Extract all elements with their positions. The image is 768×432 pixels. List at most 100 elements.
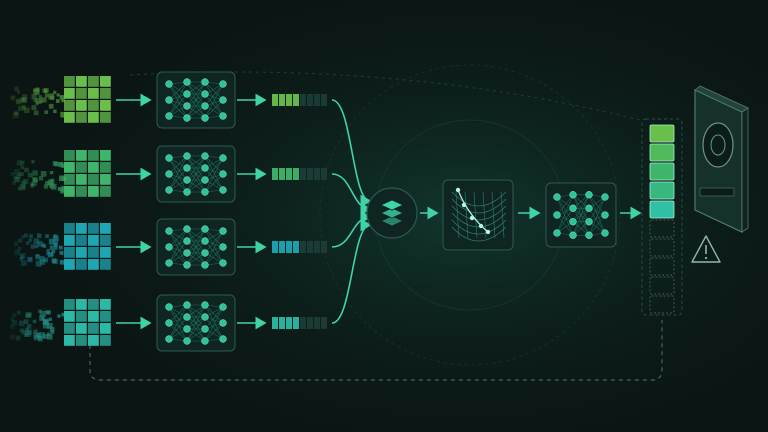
noise-pixel (33, 110, 39, 116)
card-side (741, 107, 749, 233)
network-edge (204, 155, 224, 191)
noise-pixel (48, 93, 55, 100)
noise-pixel (32, 177, 36, 182)
network-node (183, 261, 191, 269)
noise-pixel (20, 172, 24, 177)
grid-cell (88, 323, 99, 334)
noise-pixel (34, 178, 39, 183)
network-node (165, 243, 173, 251)
network-edge (204, 173, 224, 193)
embedding-token (321, 317, 327, 329)
noise-pixel (36, 254, 40, 258)
network-node (201, 176, 209, 184)
embedding-token (300, 168, 306, 180)
embedding-token (279, 168, 285, 180)
network-edge (204, 322, 224, 342)
grid-cell (100, 186, 111, 197)
network-node (201, 188, 209, 196)
noise-pixel (32, 181, 37, 187)
merge-arrow (331, 218, 372, 324)
grid-cell (64, 112, 75, 123)
network-node (165, 80, 173, 88)
noise-pixel (36, 332, 41, 337)
network-node (585, 204, 593, 212)
embedding-token (272, 241, 278, 253)
noise-pixel (32, 177, 38, 182)
noise-pixel (25, 241, 30, 245)
noise-pixel (23, 319, 29, 324)
grid-cell (76, 235, 87, 246)
network-edge (204, 304, 224, 340)
network-node (219, 243, 227, 251)
network-edge (168, 230, 188, 266)
grid-cell (100, 162, 111, 173)
embedding-token (307, 168, 313, 180)
network-edge (168, 304, 188, 340)
grid-cell (88, 100, 99, 111)
noise-pixel (32, 319, 37, 324)
noise-pixel (35, 101, 39, 106)
noise-pixel (28, 238, 32, 243)
network-node (165, 170, 173, 178)
noise-pixel (10, 334, 16, 340)
noise-pixel (49, 245, 54, 250)
noise-pixel (20, 180, 26, 186)
network-edge (572, 194, 590, 236)
embedding-token (307, 94, 313, 106)
network-node (183, 225, 191, 233)
network-edge (556, 196, 574, 236)
network-node (553, 193, 561, 201)
embedding-tokens (272, 241, 327, 253)
grid-cell (76, 186, 87, 197)
loss-surface-panel (442, 179, 514, 251)
surface-line (451, 212, 507, 228)
network-edge (168, 99, 188, 119)
network-edge (204, 230, 224, 254)
embedding-token (293, 241, 299, 253)
network-node (601, 229, 609, 237)
memory-slot-filled (649, 143, 675, 162)
network-edge (186, 304, 206, 330)
network-node (183, 188, 191, 196)
noise-pixel (32, 88, 39, 95)
network-node (183, 164, 191, 172)
noise-pixel (15, 177, 21, 183)
network-edge (556, 194, 574, 216)
grid-cell (88, 162, 99, 173)
noise-pixel (47, 332, 51, 336)
warning-dot (704, 256, 708, 260)
noise-pixel (32, 170, 38, 176)
noise-pixel (61, 98, 65, 103)
embedding-tokens (272, 168, 327, 180)
noise-pixel (17, 186, 22, 191)
merge-arrow (331, 173, 372, 216)
noise-pixel (47, 252, 54, 258)
grid-cell (100, 259, 111, 270)
image-grid (64, 76, 111, 123)
network-edge (204, 81, 224, 117)
noise-pixel (29, 234, 33, 239)
network-edge (168, 240, 188, 264)
embedding-token (321, 94, 327, 106)
merge-arrow (331, 99, 372, 208)
network-node (219, 96, 227, 104)
noise-pixel (35, 87, 40, 92)
network-node (553, 211, 561, 219)
network-node (569, 231, 577, 239)
loss-landscape-icon (451, 187, 507, 242)
network-node (201, 102, 209, 110)
fan-hub (710, 134, 726, 156)
network-node (569, 204, 577, 212)
input-row (13, 218, 327, 276)
network-edge (204, 240, 224, 264)
descent-point (469, 215, 475, 221)
network-edge (204, 306, 224, 342)
noise-pixel (46, 252, 50, 256)
network-edge (186, 228, 206, 254)
network-node (219, 170, 227, 178)
network-node (219, 259, 227, 267)
noise-pixel (36, 233, 42, 238)
noise-pixel (41, 97, 47, 103)
grid-cell (64, 186, 75, 197)
noise-pixel (45, 234, 49, 238)
